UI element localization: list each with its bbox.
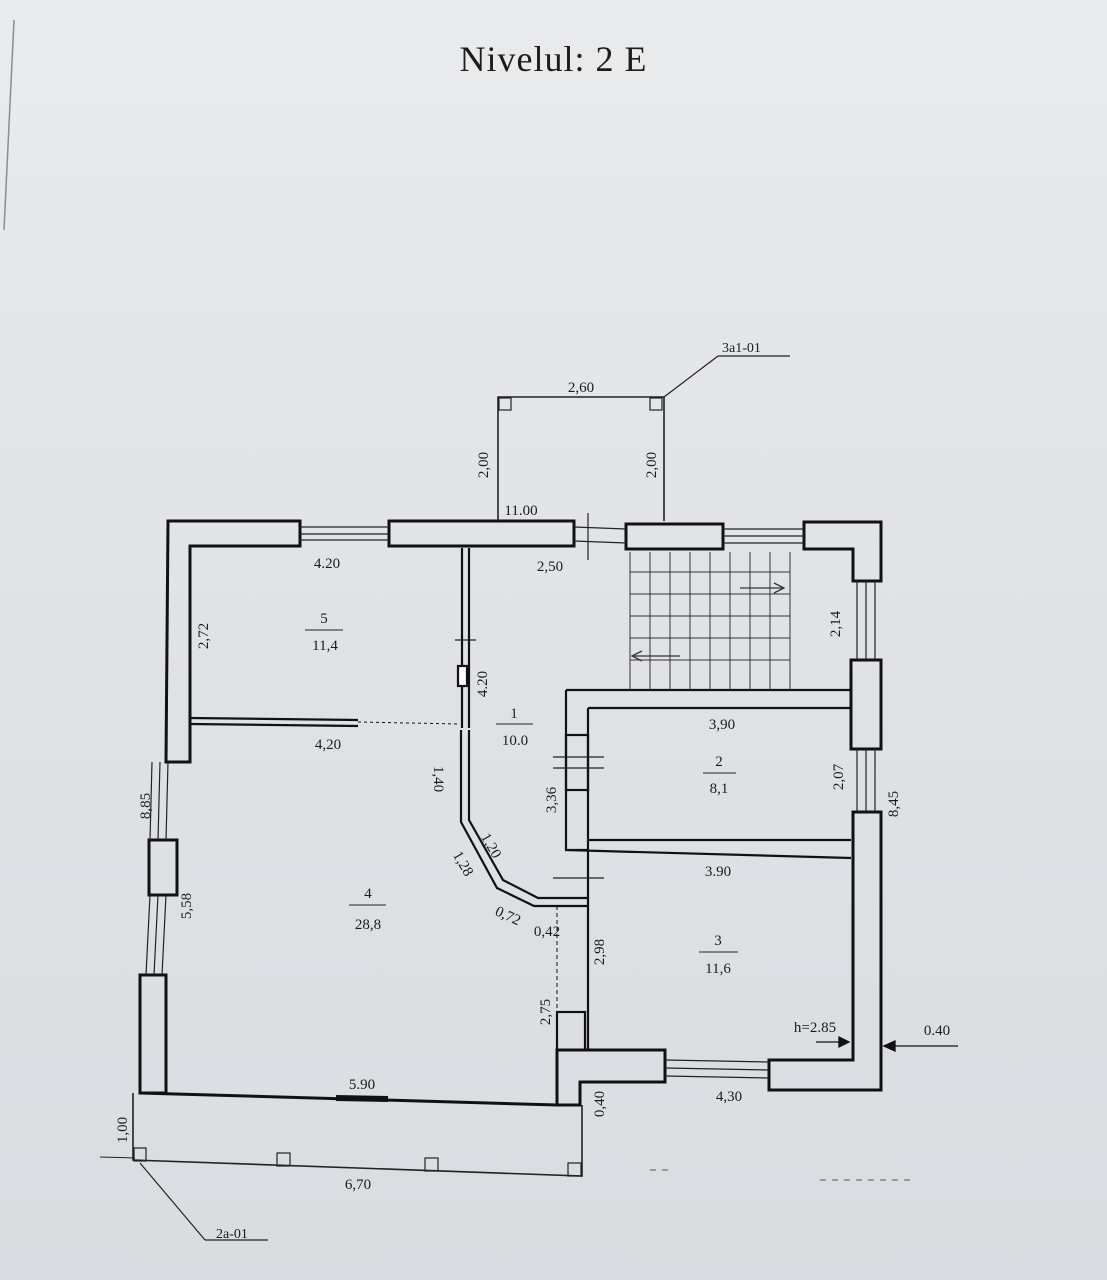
dim-5-90: 5.90 <box>349 1077 375 1093</box>
wall-left-lower <box>138 973 168 1095</box>
room-2-area: 8,1 <box>710 781 729 797</box>
balcony-outline <box>497 355 790 521</box>
terrace-outline <box>99 1093 583 1241</box>
interior-walls <box>189 548 852 1052</box>
dim-h-2-85: h=2.85 <box>794 1020 836 1036</box>
room-1-area: 10.0 <box>502 733 528 749</box>
dim-0-40-bottom: 0,40 <box>592 1091 608 1117</box>
dim-3-90-top: 3,90 <box>709 717 735 733</box>
wall-right-pier <box>849 658 883 751</box>
paper-edge <box>3 19 15 231</box>
ref-bottom: 2a-01 <box>216 1227 248 1242</box>
room-3-area: 11,6 <box>705 961 731 977</box>
wall-top-right <box>624 522 725 551</box>
wall-top-right-corner <box>802 520 883 583</box>
section-lines <box>650 1169 910 1181</box>
wall-bottom-middle <box>555 1048 667 1107</box>
dim-2-98: 2,98 <box>592 939 608 965</box>
dim-4-20-top: 4.20 <box>314 556 340 572</box>
dim-4-20-vertical: 4.20 <box>475 671 491 697</box>
dim-0-40-right: 0.40 <box>924 1023 950 1039</box>
dim-4-30: 4,30 <box>716 1089 742 1105</box>
dim-0-72: 0,72 <box>492 904 523 930</box>
room-1-number: 1 <box>510 706 518 722</box>
dim-2-00-right: 2,00 <box>644 452 660 478</box>
dim-5-58: 5,58 <box>179 893 195 919</box>
dim-2-50: 2,50 <box>537 559 563 575</box>
dim-3-36: 3,36 <box>544 786 560 813</box>
dim-8-85: 8,85 <box>138 793 154 819</box>
room-5-number: 5 <box>320 611 328 627</box>
dim-2-14: 2,14 <box>828 610 844 637</box>
dim-2-72: 2,72 <box>196 623 212 649</box>
room-4-number: 4 <box>364 886 372 902</box>
dim-11-00: 11.00 <box>504 503 537 519</box>
wall-left-pier <box>147 838 179 897</box>
wall-top-left <box>164 519 302 764</box>
dim-3-90-bottom: 3.90 <box>705 864 731 880</box>
thickness-arrows <box>816 1035 958 1053</box>
room-5-area: 11,4 <box>312 638 338 654</box>
wall-bottom-door-mark <box>335 1095 389 1102</box>
dim-0-42: 0,42 <box>534 924 560 940</box>
wall-ticks <box>455 639 604 879</box>
dim-1-28: 1,28 <box>449 849 476 880</box>
wall-top-middle <box>387 519 576 548</box>
partition-5-4 <box>189 716 359 722</box>
dim-2-60: 2,60 <box>568 380 594 396</box>
dim-8-45: 8,45 <box>886 791 902 817</box>
dim-4-20-middle: 4,20 <box>315 737 341 753</box>
dim-1-40: 1,40 <box>430 766 446 792</box>
room-3-number: 3 <box>714 933 722 949</box>
staircase <box>629 552 791 690</box>
dim-2-07: 2,07 <box>831 763 847 790</box>
plan-title: Nivelul: 2 E <box>459 39 648 79</box>
dimension-labels: 2,60 2,00 2,00 11.00 4.20 2,50 2,72 4.20… <box>115 380 950 1193</box>
dim-2-00-left: 2,00 <box>476 452 492 478</box>
room-2-number: 2 <box>715 754 723 770</box>
dim-1-00: 1,00 <box>115 1117 131 1143</box>
dim-2-75: 2,75 <box>538 999 554 1025</box>
ref-top: 3a1-01 <box>722 341 761 356</box>
room-labels: 5 11,4 1 10.0 2 8,1 4 28,8 3 11,6 <box>305 611 738 977</box>
wall-bottom-right <box>767 810 883 1092</box>
room-4-area: 28,8 <box>355 917 381 933</box>
windows <box>145 513 876 1079</box>
dim-6-70: 6,70 <box>345 1177 371 1193</box>
